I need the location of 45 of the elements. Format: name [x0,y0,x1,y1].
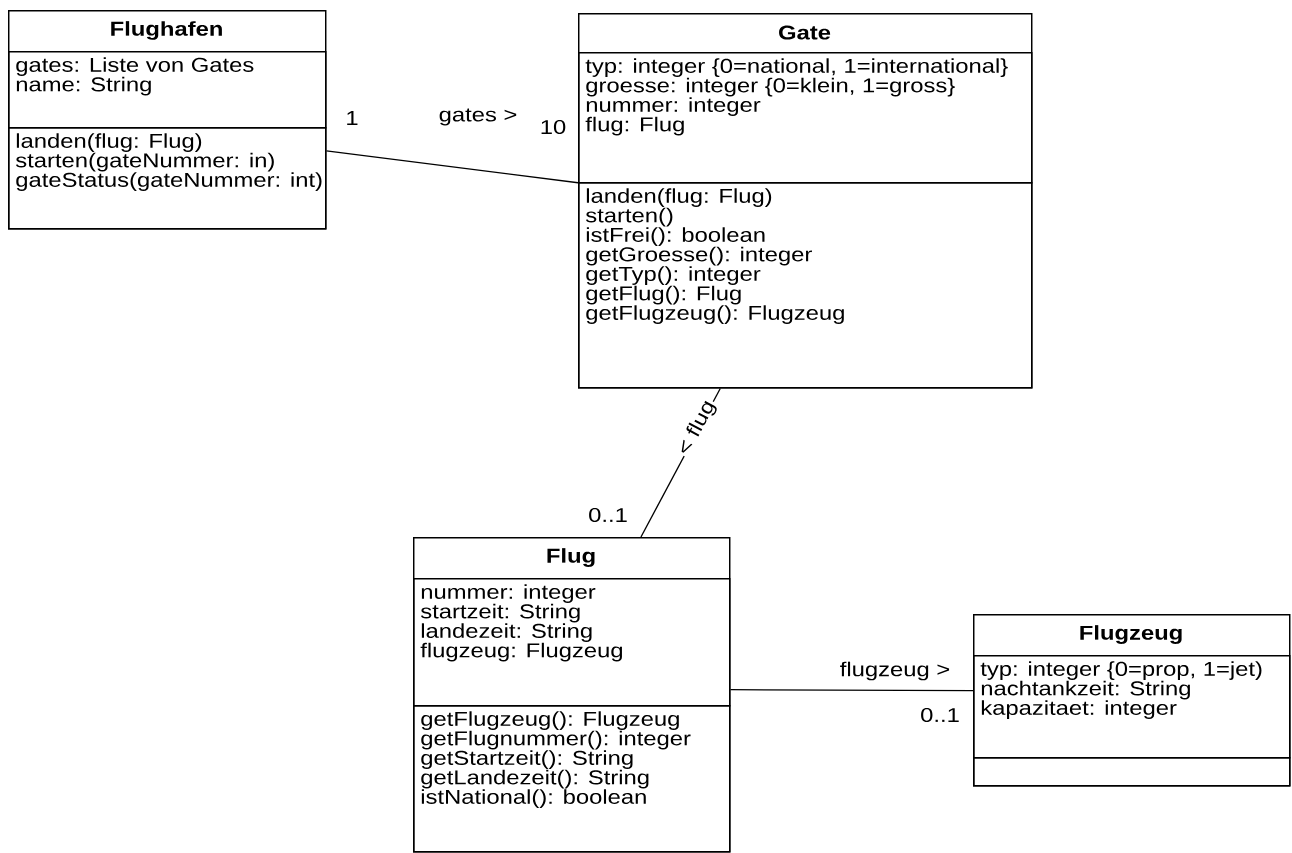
attribute-text: flug: Flug [585,116,684,136]
attribute-text: kapazitaet: integer [981,700,1177,719]
operation-text: istNational(): boolean [421,789,646,808]
attribute-text: groesse: integer {0=klein, 1=gross} [586,77,955,97]
multiplicity-label: 10 [541,119,566,135]
edge-label: flugzeug > [838,660,952,682]
operation-text: getFlugzeug(): Flugzeug [586,305,844,324]
attribute-text: nummer: integer [421,584,596,603]
attribute-compartment [973,655,1291,759]
operation-text: starten(gateNummer: in) [15,152,274,172]
operation-text: getStartzeit(): String [421,750,633,769]
operation-text: getLandezeit(): String [421,769,649,789]
operation-compartment [8,127,327,230]
multiplicity-label: 1 [347,111,358,125]
attribute-text: startzeit: String [420,603,580,623]
attribute-text: nummer: integer [586,97,761,116]
association-line [325,150,579,184]
attribute-text: typ: integer {0=prop, 1=jet) [980,661,1262,680]
operation-compartment [413,705,731,853]
operation-text: getGroesse(): integer [586,246,812,266]
operation-text: istFrei(): boolean [586,227,765,246]
operation-text: getFlugnummer(): integer [421,730,691,750]
operation-text: landen(flug: Flug) [586,188,772,207]
operation-text: getFlug(): Flug [586,285,741,305]
attribute-text: name: String [16,76,151,96]
operation-text: getFlugzeug(): Flugzeug [421,711,679,730]
attribute-compartment [8,51,327,129]
operation-compartment [578,182,1033,389]
operation-compartment [973,757,1291,787]
attribute-compartment [413,578,731,707]
association-line [729,689,974,692]
multiplicity-label: 0..1 [921,707,959,723]
attribute-text: flugzeug: Flugzeug [420,642,623,662]
attribute-text: landezeit: String [421,623,592,642]
operation-text: starten() [585,207,673,227]
operation-text: gateStatus(gateNummer: int) [16,172,322,191]
operation-text: getTyp(): integer [586,266,761,285]
edge-label: gates > [437,107,519,127]
operation-text: landen(flug: Flug) [16,133,202,152]
attribute-text: typ: integer {0=national, 1=international} [585,58,1008,77]
attribute-compartment [578,52,1033,184]
attribute-text: nachtankzeit: String [981,680,1190,700]
edge-label: < flug [673,395,721,461]
multiplicity-label: 0..1 [589,507,627,523]
attribute-text: gates: Liste von Gates [16,57,254,76]
